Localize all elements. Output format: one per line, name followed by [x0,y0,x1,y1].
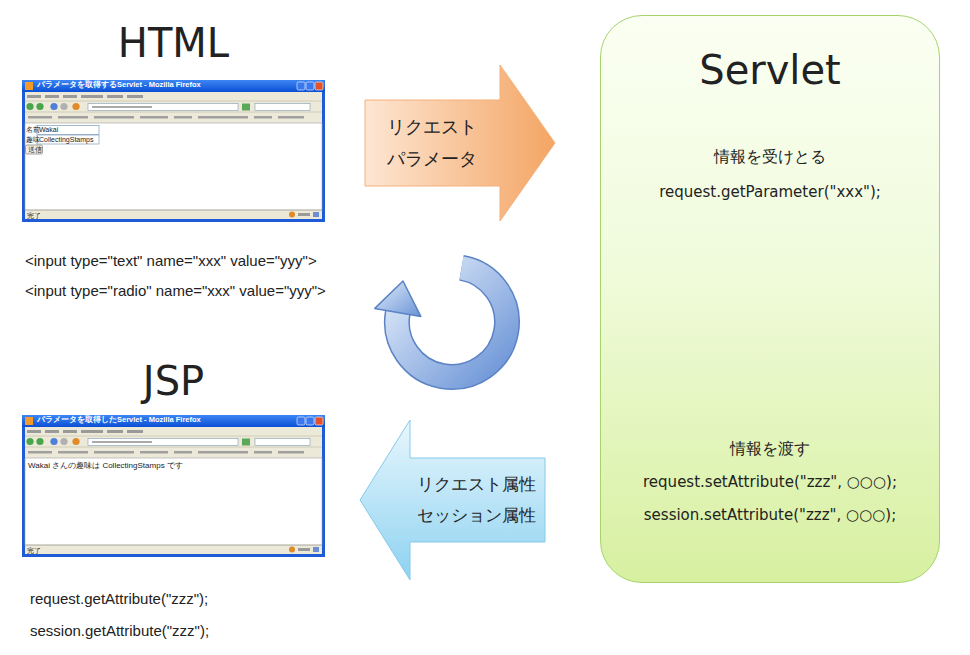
jsp-screen: JSP [22,358,325,557]
form-label: 趣味 [26,136,40,144]
code-line: request.setAttribute("zzz", ○○○); [601,471,939,493]
form-button: 送信 [28,146,42,154]
status-text: 完了 [27,212,41,220]
attribute-arrow: リクエスト属性 セッション属性 [408,458,545,542]
page-text: Wakai さんの趣味は CollectingStamps です [28,461,183,470]
window-title: パラメータを取得するServlet - Mozilla Firefox [37,81,201,90]
request-arrow: リクエスト パラメータ [368,100,496,186]
status-text: 完了 [27,547,41,555]
section-heading: HTML [22,20,325,66]
servlet-title: Servlet [601,46,939,94]
arrow-label: リクエスト パラメータ [368,111,496,176]
html-code: <input type="radio" name="xxx" value="yy… [25,282,326,299]
jsp-code: request.getAttribute("zzz"); [30,590,208,607]
jsp-code: session.getAttribute("zzz"); [30,622,209,639]
code-line: session.setAttribute("zzz", ○○○); [601,504,939,526]
step-label: 情報を受けとる [601,146,939,168]
arrow-label: リクエスト属性 セッション属性 [408,469,545,531]
section-heading: JSP [22,358,325,404]
window-title: パラメータを取得したServlet - Mozilla Firefox [37,416,201,425]
html-code: <input type="text" name="xxx" value="yyy… [25,252,317,269]
html-screen: HTML [22,20,325,222]
form-value: CollectingStamps [39,136,93,144]
form-value: Wakai [39,126,58,134]
servlet-box: Servlet 情報を受けとる request.getParameter("xxx"… [600,15,940,583]
step-label: 情報を渡す [601,438,939,460]
form-label: 名前 [26,126,40,134]
code-line: request.getParameter("xxx"); [601,181,939,203]
